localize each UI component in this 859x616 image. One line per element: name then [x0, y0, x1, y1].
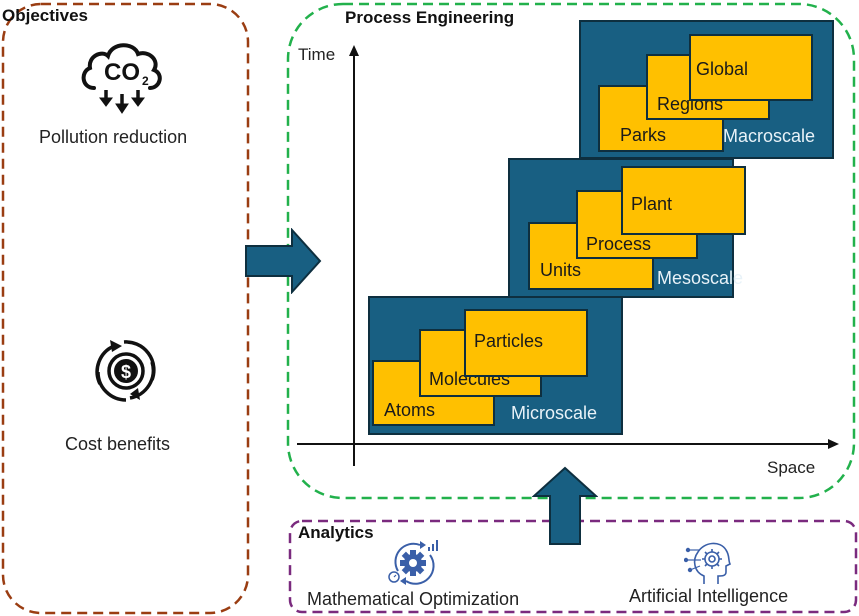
tile-label: Particles: [474, 331, 544, 351]
tile-global: Global: [689, 34, 813, 101]
objective-label-pollution: Pollution reduction: [39, 127, 188, 147]
right-arrow-icon: [245, 228, 322, 294]
tile-label: Global: [696, 59, 749, 79]
analytics-label-optimization: Mathematical Optimization: [307, 589, 520, 609]
svg-text:$: $: [121, 362, 131, 382]
process-engineering-title: Process Engineering: [345, 8, 515, 27]
tile-label: Atoms: [384, 400, 436, 420]
svg-text:2: 2: [142, 74, 149, 88]
scale-label: Microscale: [511, 403, 598, 423]
tile-particles: Particles: [464, 309, 588, 377]
tile-label: Process: [586, 234, 652, 254]
time-axis-label: Time: [298, 45, 336, 64]
optimization-gear-icon: [388, 540, 438, 585]
space-axis-arrowhead: [828, 439, 839, 449]
tile-label: Parks: [620, 125, 667, 145]
tile-label: Units: [540, 260, 582, 280]
svg-text:CO: CO: [104, 59, 140, 86]
tile-label: Plant: [631, 194, 673, 214]
space-axis-label: Space: [767, 458, 816, 477]
cost-cycle-dollar-icon: $: [95, 340, 156, 402]
objectives-title: Objectives: [2, 6, 88, 25]
mesoscale-box: Units Process Plant Mesoscale: [508, 158, 746, 298]
up-arrow-icon: [532, 466, 598, 545]
analytics-frame: [288, 519, 858, 614]
objectives-frame: [1, 2, 250, 615]
tile-plant: Plant: [621, 166, 746, 235]
scale-label: Macroscale: [723, 126, 816, 146]
ai-head-gear-icon: [684, 542, 732, 584]
objective-label-cost: Cost benefits: [65, 434, 171, 454]
analytics-label-ai: Artificial Intelligence: [629, 586, 789, 606]
scale-label: Mesoscale: [657, 268, 744, 288]
time-axis-arrowhead: [349, 45, 359, 56]
microscale-box: Atoms Molecules Particles Microscale: [368, 296, 623, 435]
macroscale-box: Parks Regions Global Macroscale: [579, 20, 834, 159]
co2-cloud-icon: CO 2: [81, 43, 162, 114]
analytics-title: Analytics: [298, 523, 374, 542]
